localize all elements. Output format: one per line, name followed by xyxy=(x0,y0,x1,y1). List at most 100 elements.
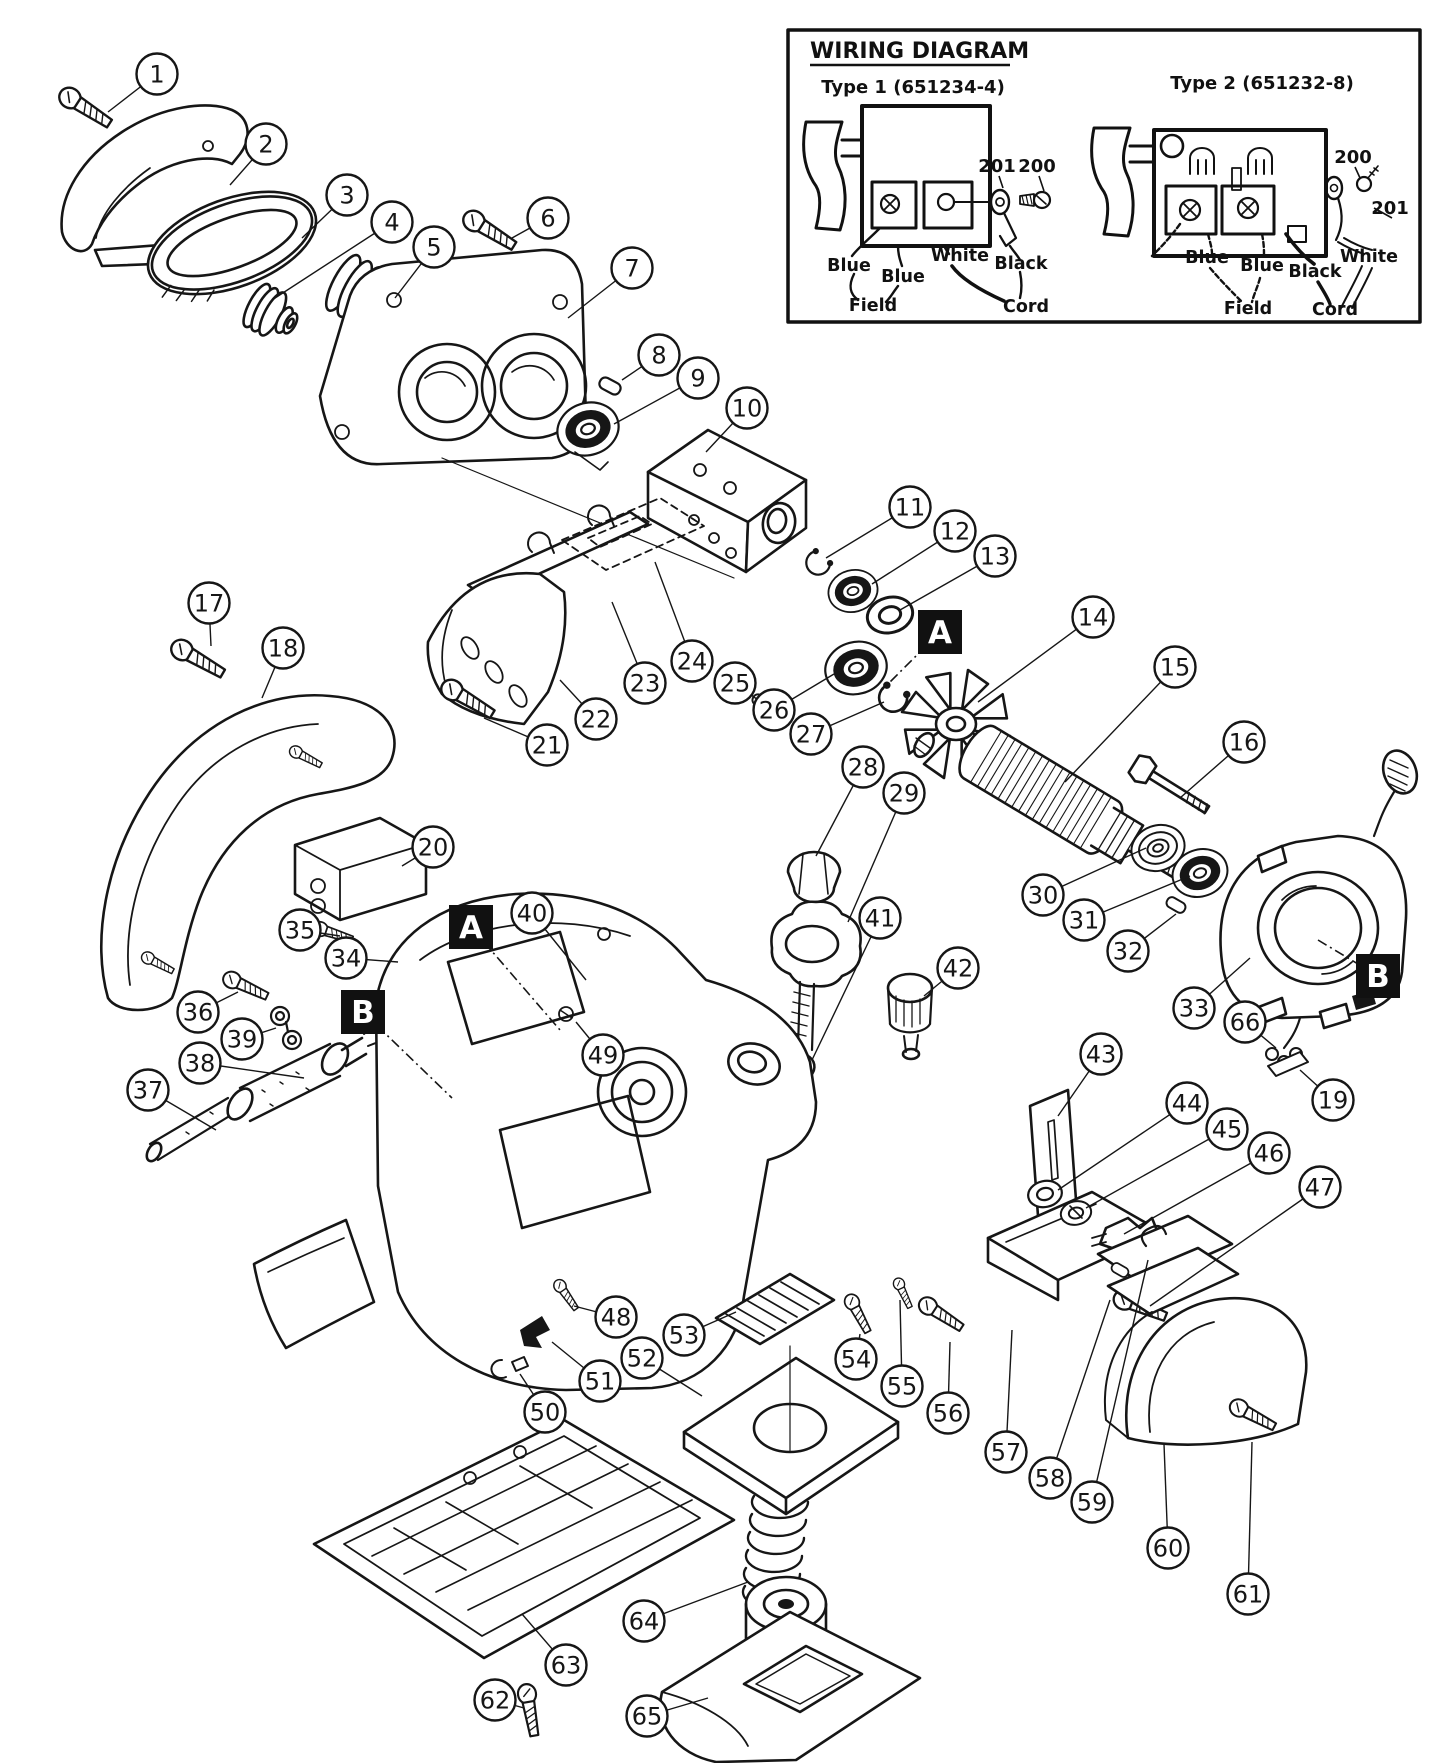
marker-leader-line xyxy=(1317,939,1379,977)
balloon-circle xyxy=(1079,1032,1123,1076)
wire-label-cord-1-5: Cord xyxy=(1312,300,1358,320)
part-balloon-15: 15 xyxy=(1153,645,1197,689)
balloon-circle xyxy=(187,581,231,625)
switch-part-20 xyxy=(293,816,428,922)
balloon-number: 23 xyxy=(630,670,661,698)
wire-label-field-0-4: Field xyxy=(849,296,897,316)
part-balloon-10: 10 xyxy=(725,386,769,430)
balloon-circle xyxy=(510,891,554,935)
wiring-callout-200: 200 xyxy=(1018,156,1056,177)
balloon-number: 61 xyxy=(1233,1581,1264,1609)
balloon-number: 53 xyxy=(669,1322,700,1350)
balloon-circle xyxy=(370,200,414,244)
screw-part-17 xyxy=(166,634,230,684)
balloon-circle xyxy=(578,1359,622,1403)
balloon-number: 15 xyxy=(1160,654,1191,682)
balloon-number: 13 xyxy=(980,543,1011,571)
part-balloon-3: 3 xyxy=(325,173,369,217)
wiring-callout-leader xyxy=(1354,166,1361,179)
knurled-knob-part-42 xyxy=(886,972,934,1061)
balloon-number: 28 xyxy=(848,754,879,782)
wiring-callout-leader xyxy=(1038,175,1045,192)
balloon-circle xyxy=(278,908,322,952)
leader-line-part-15 xyxy=(1064,666,1176,783)
balloon-number: 17 xyxy=(194,590,225,618)
balloon-number: 31 xyxy=(1069,907,1100,935)
balloon-circle xyxy=(325,173,369,217)
balloon-number: 16 xyxy=(1229,729,1260,757)
part-balloon-24: 24 xyxy=(670,639,714,683)
part-balloon-30: 30 xyxy=(1021,873,1065,917)
balloon-circle xyxy=(411,825,455,869)
part-balloon-45: 45 xyxy=(1205,1107,1249,1151)
clip-part-59 xyxy=(1140,1224,1168,1248)
balloon-number: 20 xyxy=(418,834,449,862)
marker-letter: A xyxy=(928,615,952,651)
part-balloon-8: 8 xyxy=(637,333,681,377)
part-balloon-32: 32 xyxy=(1106,929,1150,973)
balloon-circle xyxy=(789,712,833,756)
balloon-circle xyxy=(888,485,932,529)
part-balloon-18: 18 xyxy=(261,626,305,670)
circlip-part-11 xyxy=(800,546,835,581)
wire-label-blue-1-0: Blue xyxy=(1185,248,1229,268)
drive-belt-part-3 xyxy=(146,190,318,303)
balloon-circle xyxy=(858,896,902,940)
leader-line-part-29 xyxy=(847,792,905,923)
leader-line-part-4 xyxy=(271,221,393,301)
part-balloon-49: 49 xyxy=(581,1033,625,1077)
screw-part-1 xyxy=(54,82,117,134)
balloon-circle xyxy=(973,534,1017,578)
part-balloon-64: 64 xyxy=(622,1599,666,1643)
leader-line-part-58 xyxy=(1049,1299,1111,1479)
wire-label-blue-0-0: Blue xyxy=(827,256,871,276)
balloon-circle xyxy=(1311,1078,1355,1122)
balloon-number: 55 xyxy=(887,1373,918,1401)
part-balloon-53: 53 xyxy=(662,1313,706,1357)
balloon-number: 43 xyxy=(1086,1041,1117,1069)
part-balloon-19: 19 xyxy=(1311,1078,1355,1122)
balloon-number: 45 xyxy=(1212,1116,1243,1144)
leader-line-part-46 xyxy=(1123,1152,1270,1235)
part-balloon-17: 17 xyxy=(187,581,231,625)
part-balloon-38: 38 xyxy=(178,1041,222,1085)
balloon-number: 65 xyxy=(632,1703,663,1731)
wire-label-white-1-3: White xyxy=(1340,247,1398,267)
balloon-circle xyxy=(676,356,720,400)
part-balloon-1: 1 xyxy=(135,52,179,96)
part-balloon-65: 65 xyxy=(625,1694,669,1738)
balloon-circle xyxy=(324,936,368,980)
balloon-number: 49 xyxy=(588,1042,619,1070)
balloon-number: 5 xyxy=(426,234,441,262)
part-balloon-31: 31 xyxy=(1062,898,1106,942)
chip-deflector-plate xyxy=(252,1218,376,1350)
marker-letter: B xyxy=(351,995,375,1031)
chip-guide-part-53 xyxy=(714,1272,836,1346)
balloon-number: 1 xyxy=(149,61,164,89)
balloon-number: 6 xyxy=(540,205,555,233)
screw-part-6 xyxy=(458,205,521,256)
balloon-number: 29 xyxy=(889,780,920,808)
pulley-part-4 xyxy=(242,282,299,337)
bolt-part-62 xyxy=(515,1681,545,1739)
part-balloon-12: 12 xyxy=(933,509,977,553)
balloon-number: 37 xyxy=(133,1077,164,1105)
balloon-circle xyxy=(880,1364,924,1408)
wiring-callout-leader xyxy=(998,175,1004,189)
part-balloon-27: 27 xyxy=(789,712,833,756)
balloon-circle xyxy=(933,509,977,553)
balloon-circle xyxy=(622,1599,666,1643)
part-balloon-61: 61 xyxy=(1226,1572,1270,1616)
part-balloon-29: 29 xyxy=(882,771,926,815)
marker-square xyxy=(341,990,385,1034)
part-balloon-50: 50 xyxy=(523,1390,567,1434)
part-balloon-66: 66 xyxy=(1223,1000,1267,1044)
balloon-circle xyxy=(926,1391,970,1435)
wiring-diagram-title: WIRING DIAGRAM xyxy=(810,39,1029,64)
part-balloon-25: 25 xyxy=(713,661,757,705)
marker-square xyxy=(1356,954,1400,998)
rear-cover-part-60 xyxy=(1104,1296,1308,1446)
part-balloon-28: 28 xyxy=(841,745,885,789)
